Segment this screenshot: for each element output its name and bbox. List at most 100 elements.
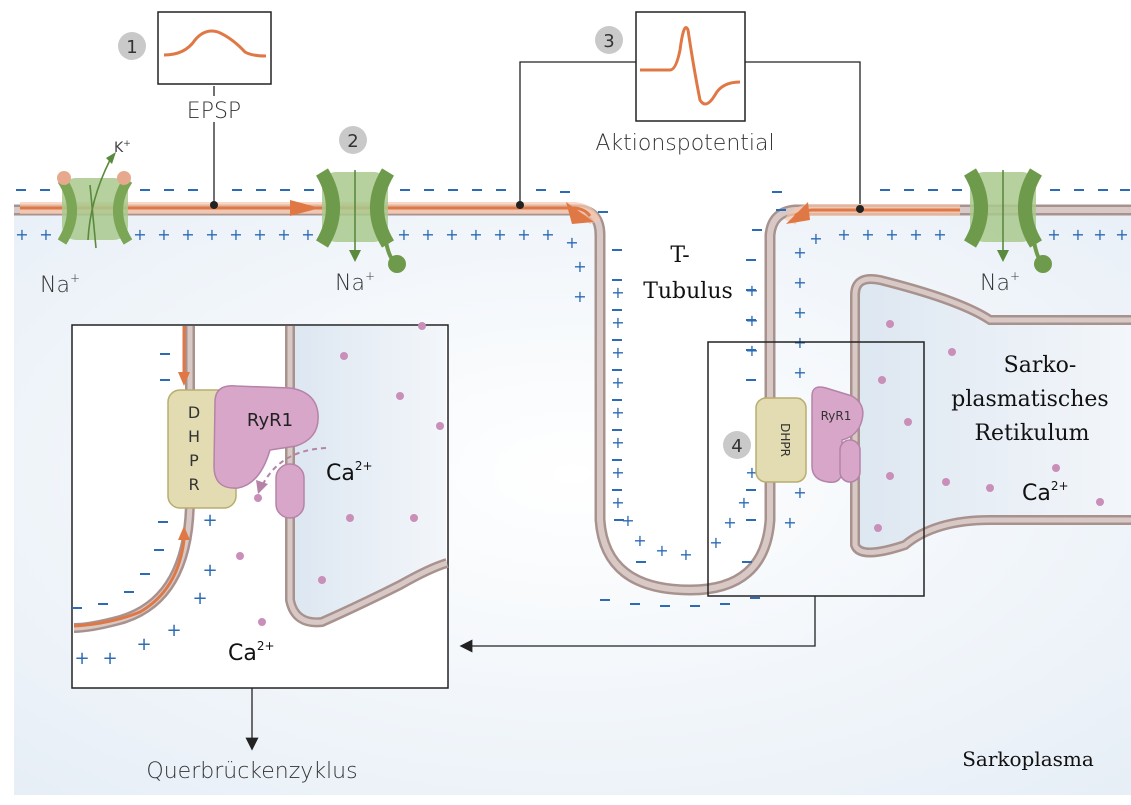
svg-text:+: + — [793, 363, 806, 382]
sr-label-line2: plasmatisches — [951, 387, 1108, 412]
aktionspotential-curve — [640, 26, 741, 106]
svg-text:+: + — [611, 433, 624, 452]
svg-text:+: + — [793, 273, 806, 292]
junction-dot-2 — [516, 201, 524, 209]
svg-text:RyR1: RyR1 — [821, 409, 852, 423]
svg-text:+: + — [166, 620, 181, 641]
svg-text:+: + — [421, 225, 434, 244]
na-channel-2 — [315, 168, 406, 273]
svg-text:+: + — [837, 225, 850, 244]
svg-text:+: + — [679, 545, 692, 564]
svg-text:RyR1: RyR1 — [247, 410, 293, 431]
k-na-channel — [57, 152, 133, 249]
svg-text:+: + — [909, 225, 922, 244]
svg-text:+: + — [933, 225, 946, 244]
svg-text:+: + — [793, 243, 806, 262]
svg-text:+: + — [565, 233, 578, 252]
inner-plus-charges: + + + + + + + + + + + + + + + + + + + + + + + + + + + + + +… — [15, 225, 1128, 564]
epsp-graph-box — [157, 11, 272, 85]
svg-text:+: + — [793, 303, 806, 322]
na-ion-label-1: Na+ — [40, 271, 80, 298]
svg-text:+: + — [573, 257, 586, 276]
svg-text:+: + — [745, 281, 758, 300]
connector-lines — [213, 61, 861, 751]
svg-text:+: + — [723, 513, 736, 532]
svg-text:+: + — [611, 283, 624, 302]
svg-text:+: + — [277, 225, 290, 244]
svg-text:+: + — [611, 463, 624, 482]
svg-text:+: + — [469, 225, 482, 244]
svg-text:+: + — [205, 225, 218, 244]
svg-text:R: R — [188, 475, 199, 494]
svg-text:+: + — [517, 225, 530, 244]
svg-text:+: + — [611, 493, 624, 512]
t-tubulus-label-line1: T- — [670, 243, 689, 268]
sarkoplasma-label: Sarkoplasma — [962, 747, 1094, 771]
detail-region-box — [707, 341, 925, 597]
svg-text:+: + — [621, 511, 634, 530]
signal-arrowhead-2 — [566, 202, 594, 224]
na-ion-label-2: Na+ — [335, 269, 375, 296]
svg-text:+: + — [885, 225, 898, 244]
junction-dot-1 — [210, 201, 218, 209]
zoom-inset: +++ +++ + D H P R RyR1 Ca2+ Ca2+ — [71, 322, 449, 689]
t-tubulus-label-line2: Tubulus — [643, 279, 733, 304]
svg-text:+: + — [1115, 225, 1128, 244]
svg-text:+: + — [611, 343, 624, 362]
svg-text:+: + — [181, 225, 194, 244]
ryr1-small: RyR1 — [811, 386, 864, 483]
svg-text:+: + — [1093, 225, 1106, 244]
dhpr-small: DHPR — [755, 397, 807, 483]
signal-arrowhead-3 — [786, 202, 810, 224]
svg-text:+: + — [493, 225, 506, 244]
svg-text:+: + — [15, 225, 28, 244]
svg-text:3: 3 — [603, 31, 614, 52]
svg-text:+: + — [655, 541, 668, 560]
svg-text:+: + — [397, 225, 410, 244]
aktionspotential-graph-box — [635, 11, 746, 122]
svg-text:+: + — [809, 229, 822, 248]
svg-text:+: + — [633, 531, 646, 550]
epsp-label: EPSP — [187, 99, 241, 124]
svg-text:+: + — [202, 510, 217, 531]
svg-text:D: D — [188, 403, 200, 422]
junction-dot-3 — [856, 205, 864, 213]
svg-text:+: + — [102, 648, 117, 669]
ca-label-inset-2: Ca2+ — [228, 639, 275, 666]
marker-4: 4 — [723, 431, 751, 459]
aktionspotential-label: Aktionspotential — [595, 131, 774, 156]
marker-2: 2 — [339, 126, 367, 154]
svg-text:+: + — [192, 588, 207, 609]
ca-label-sr: Ca2+ — [1022, 479, 1069, 506]
sr-label-line1: Sarko- — [1004, 353, 1077, 378]
svg-text:+: + — [202, 560, 217, 581]
svg-text:+: + — [39, 225, 52, 244]
querbrueckenzyklus-label: Querbrückenzyklus — [146, 759, 357, 784]
svg-text:1: 1 — [126, 37, 137, 58]
svg-text:+: + — [229, 225, 242, 244]
svg-text:+: + — [136, 634, 151, 655]
svg-text:+: + — [745, 341, 758, 360]
svg-text:4: 4 — [731, 436, 742, 457]
svg-text:+: + — [573, 287, 586, 306]
svg-text:+: + — [74, 648, 89, 669]
svg-text:+: + — [1047, 225, 1060, 244]
svg-text:+: + — [783, 513, 796, 532]
ca-label-inset-1: Ca2+ — [326, 459, 373, 486]
svg-text:+: + — [301, 225, 314, 244]
svg-text:+: + — [709, 533, 722, 552]
svg-text:+: + — [541, 225, 554, 244]
svg-text:+: + — [253, 225, 266, 244]
na-channel-3 — [963, 168, 1052, 273]
svg-text:+: + — [611, 373, 624, 392]
svg-text:+: + — [611, 313, 624, 332]
svg-text:+: + — [793, 483, 806, 502]
ca-dots-sr — [874, 320, 1104, 532]
svg-text:H: H — [188, 427, 200, 446]
svg-text:+: + — [1071, 225, 1084, 244]
na-ion-label-3: Na+ — [980, 269, 1020, 296]
svg-text:+: + — [133, 225, 146, 244]
sr-label-line3: Retikulum — [974, 421, 1089, 446]
svg-text:DHPR: DHPR — [778, 423, 792, 457]
